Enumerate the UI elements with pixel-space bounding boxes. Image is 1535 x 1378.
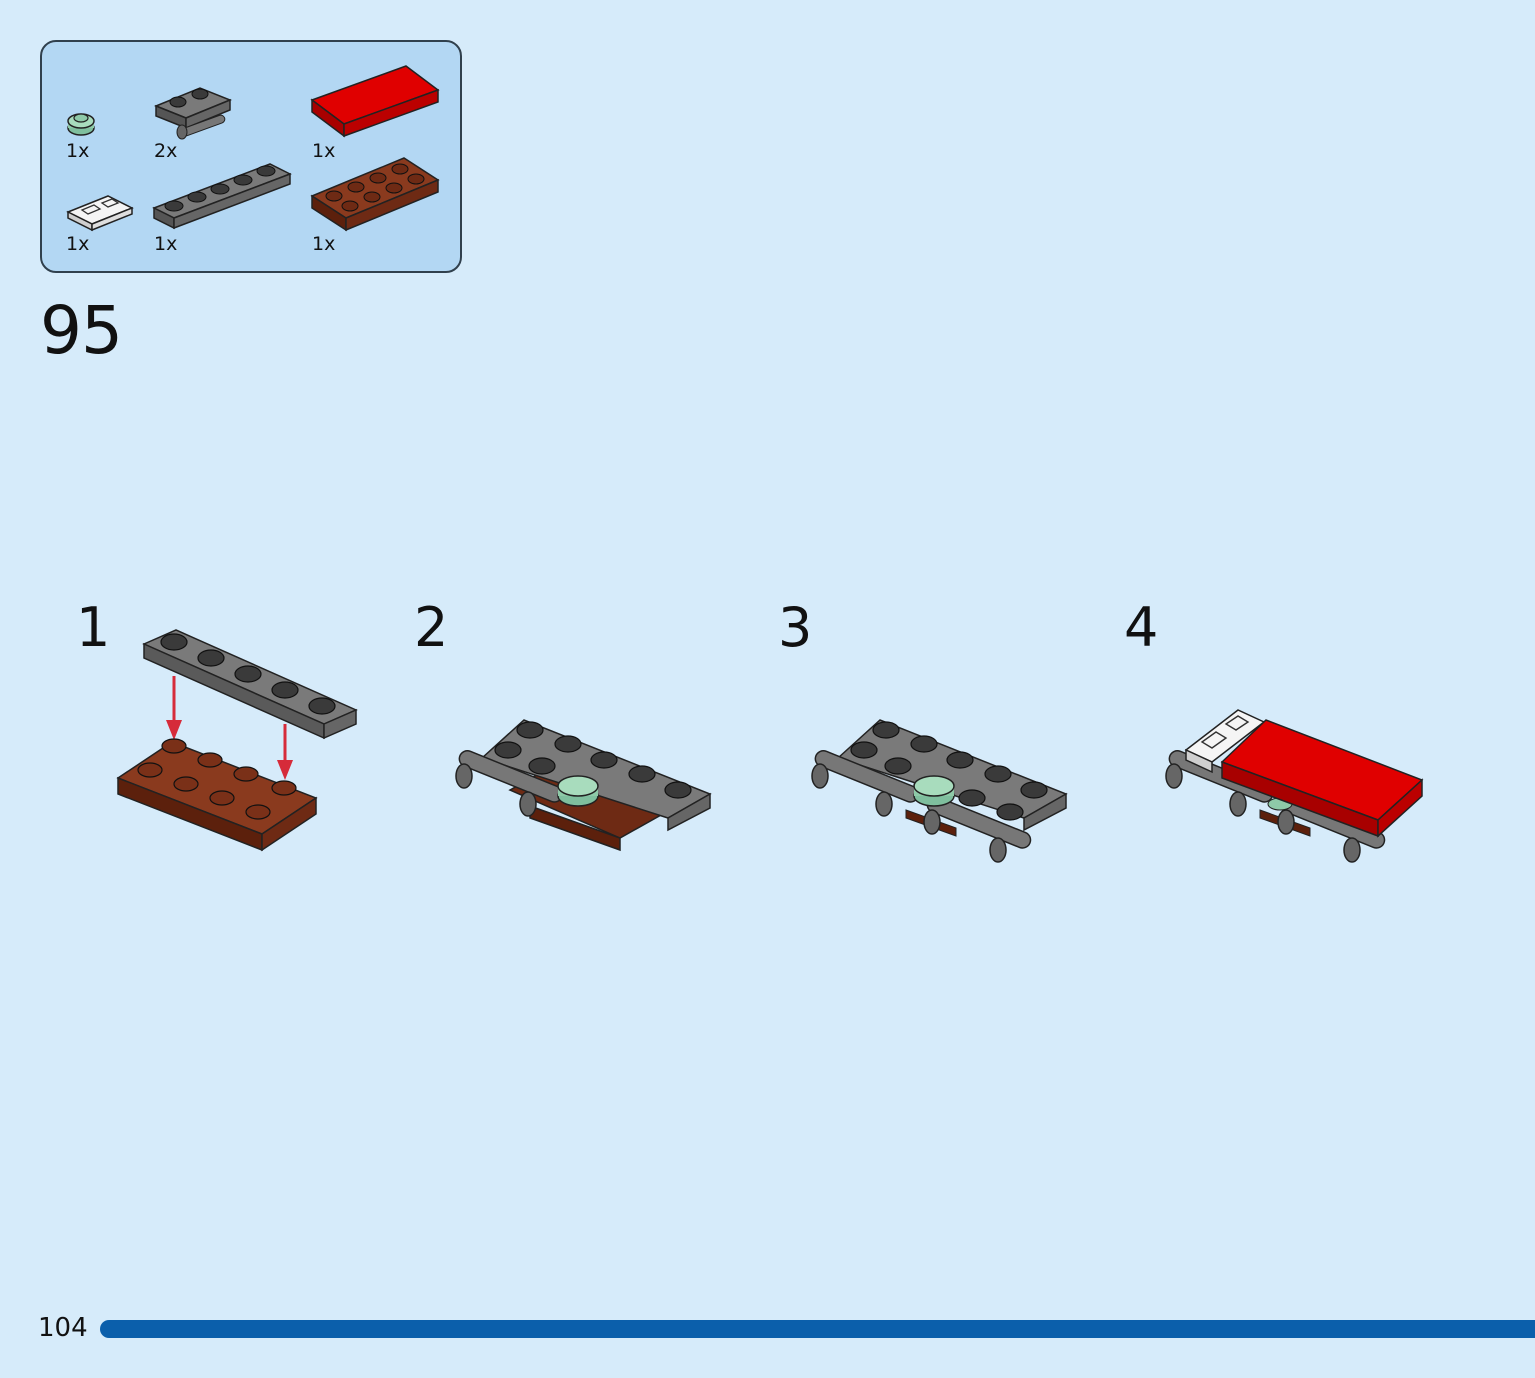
sub-step-label: 3 [778, 596, 813, 659]
part-quantity: 1x [154, 233, 178, 255]
sub-step-label: 1 [76, 596, 111, 659]
part-quantity: 1x [66, 140, 90, 162]
sub-step-label: 2 [414, 596, 449, 659]
parts-list-callout: 1x 2x 1x 1x [40, 40, 462, 273]
sub-step-3-illustration [806, 710, 1076, 874]
sub-step-4-illustration [1160, 700, 1430, 874]
part-quantity: 1x [312, 140, 336, 162]
part-quantity: 2x [154, 140, 178, 162]
step-number: 95 [40, 292, 123, 369]
part-quantity: 1x [312, 233, 336, 255]
sub-step-2-illustration [450, 710, 720, 864]
progress-bar [100, 1320, 1535, 1338]
page-number: 104 [38, 1313, 88, 1343]
sub-step-label: 4 [1124, 596, 1159, 659]
sub-step-1-illustration [110, 620, 370, 864]
part-quantity: 1x [66, 233, 90, 255]
